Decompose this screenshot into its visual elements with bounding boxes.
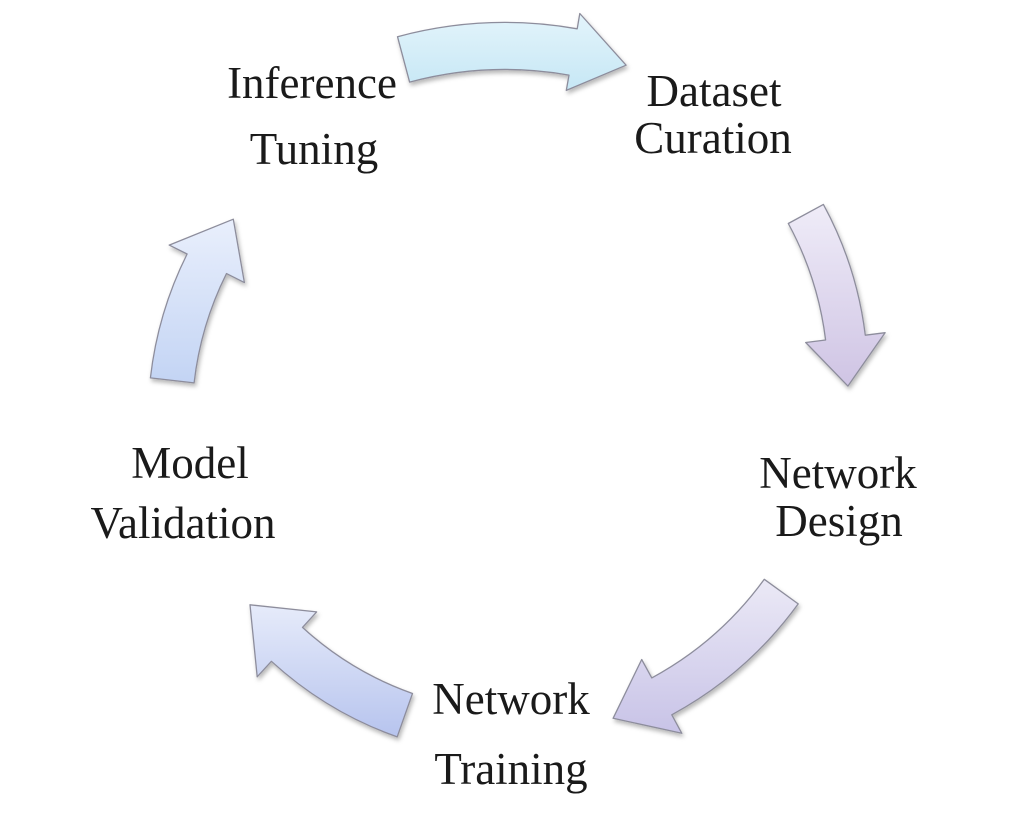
stage-dataset-curation-line1: Dataset	[646, 66, 782, 116]
stage-model-validation-line1: Model	[131, 438, 249, 488]
stage-inference-tuning-line1: Inference	[227, 58, 397, 108]
stage-dataset-curation-line2: Curation	[634, 113, 792, 163]
stage-network-training-line2: Training	[434, 744, 588, 794]
stage-model-validation-line2: Validation	[90, 498, 276, 548]
stage-network-design-line2: Design	[775, 496, 903, 546]
stage-network-training-line1: Network	[432, 674, 590, 724]
arrow-dataset-curation-to-network-design	[787, 203, 886, 387]
arrow-network-design-to-network-training	[612, 578, 799, 734]
arrow-network-training-to-model-validation	[249, 604, 414, 738]
arrow-inference-tuning-to-dataset-curation	[396, 12, 627, 92]
stage-inference-tuning-line2: Tuning	[249, 124, 379, 174]
arrow-model-validation-to-inference-tuning	[149, 218, 246, 384]
stage-network-design-line1: Network	[759, 448, 917, 498]
